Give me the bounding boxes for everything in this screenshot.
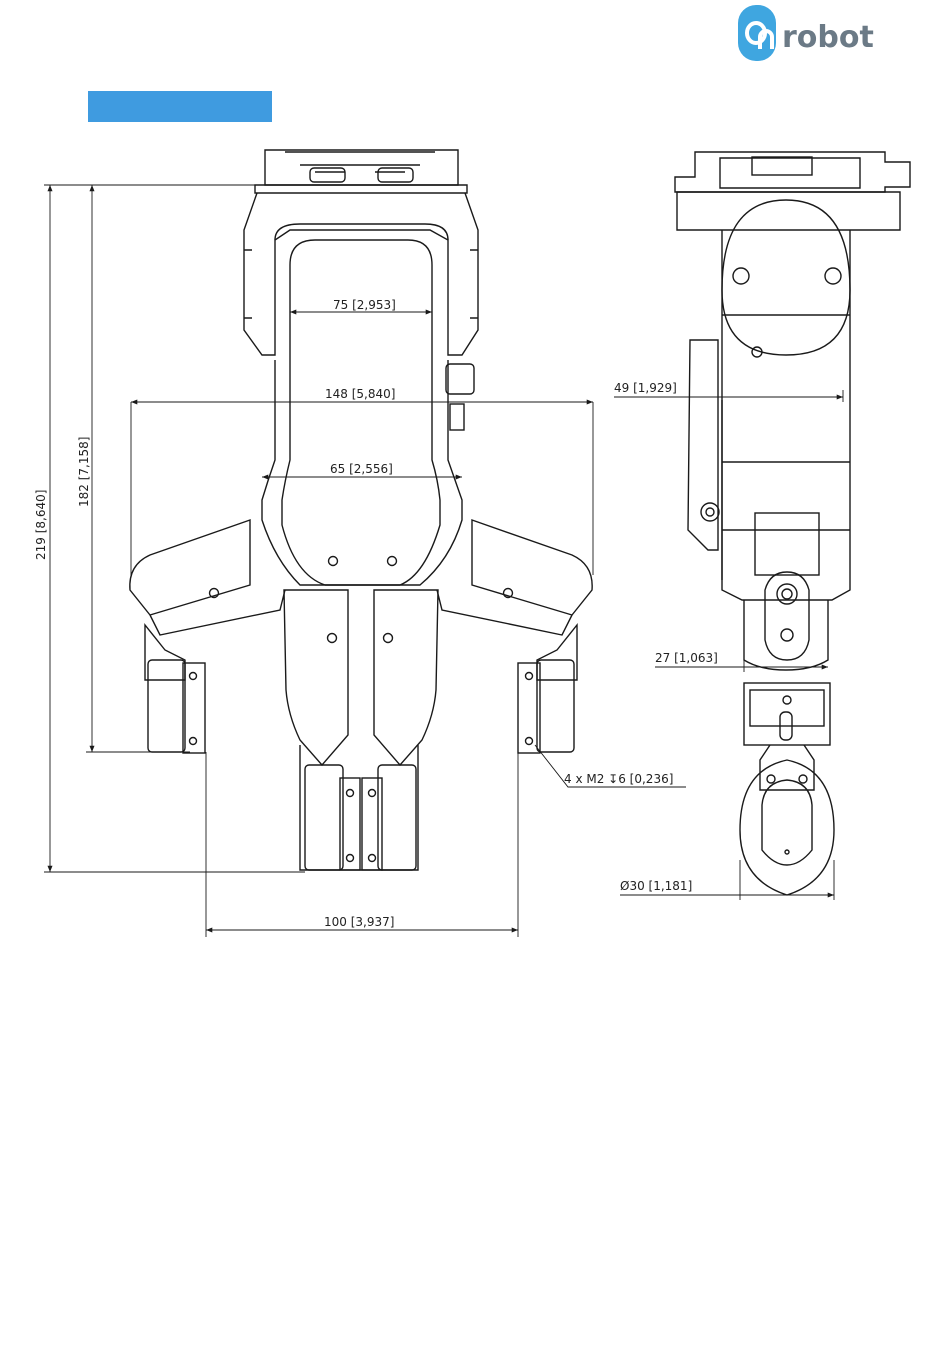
dim-finger-thickness: 27 [1,063] bbox=[655, 651, 718, 665]
dim-diameter: Ø30 [1,181] bbox=[620, 879, 692, 893]
dim-width-fingers: 148 [5,840] bbox=[325, 387, 395, 401]
side-dimension-labels: 49 [1,929] 27 [1,063] Ø30 [1,181] bbox=[614, 381, 718, 893]
dim-mount-holes: 4 x M2 ↧6 [0,236] bbox=[564, 772, 673, 786]
dim-width-palm: 65 [2,556] bbox=[330, 462, 393, 476]
side-dimensions bbox=[614, 390, 843, 900]
dim-height-overall: 219 [8,640] bbox=[34, 490, 48, 560]
dim-finger-spread: 100 [3,937] bbox=[324, 915, 394, 929]
front-dimension-labels: 75 [2,953] 148 [5,840] 65 [2,556] 219 [8… bbox=[34, 298, 673, 929]
front-view bbox=[130, 150, 592, 870]
dim-width-inner: 75 [2,953] bbox=[333, 298, 396, 312]
dim-height-fingertip: 182 [7,158] bbox=[77, 437, 91, 507]
side-view bbox=[675, 152, 910, 895]
dim-depth: 49 [1,929] bbox=[614, 381, 677, 395]
